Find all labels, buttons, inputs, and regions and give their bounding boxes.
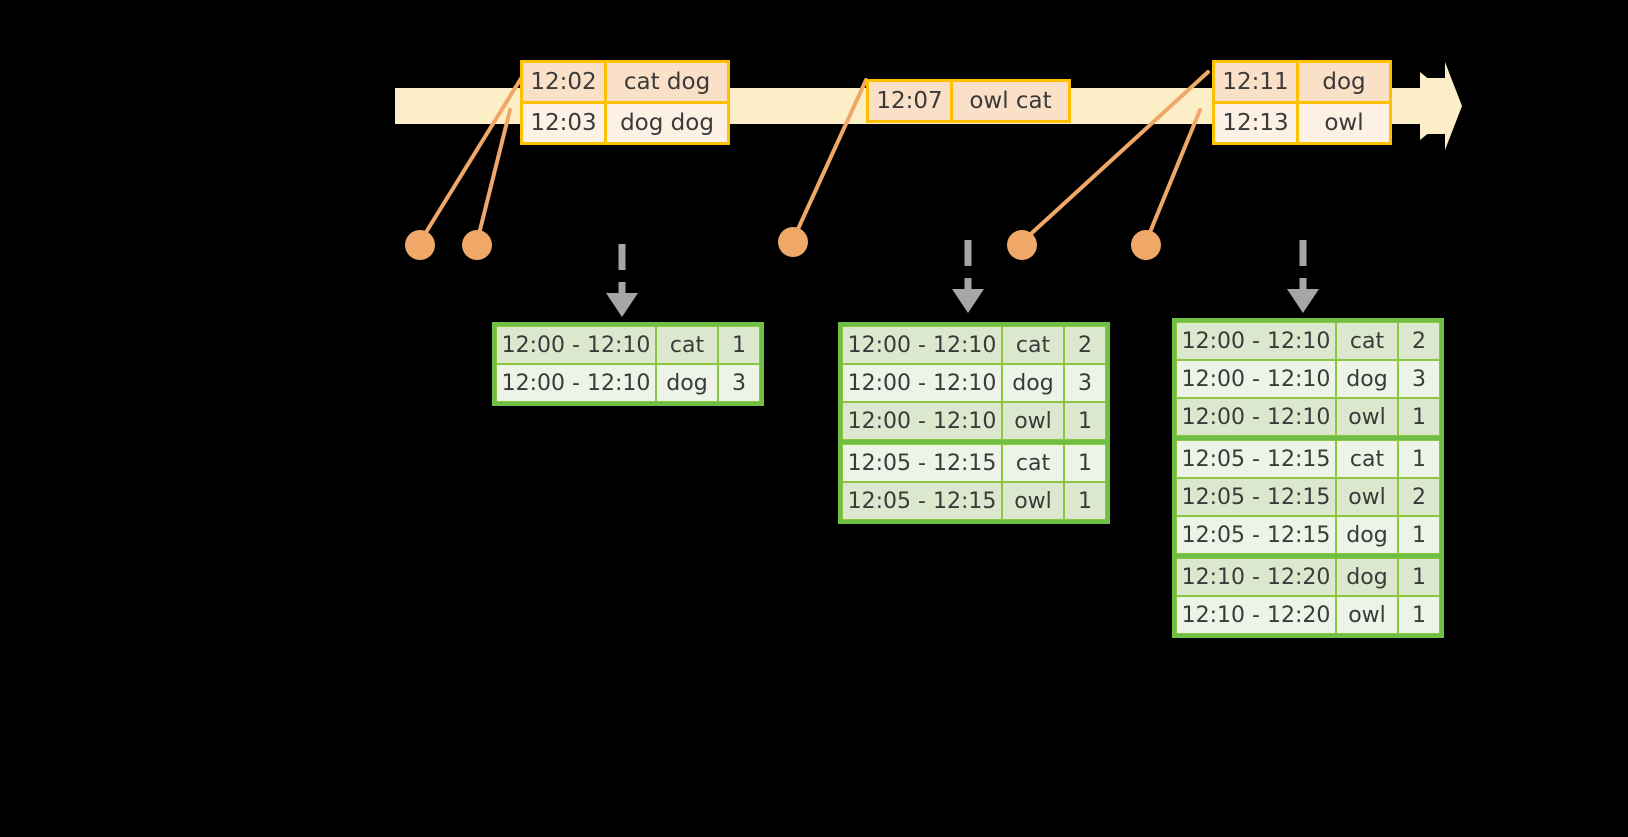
event-time: 12:11 [1215,63,1299,101]
event-group-3[interactable]: 12:11 dog 12:13 owl [1212,60,1392,145]
key-cell: cat [1336,322,1398,360]
event-time: 12:03 [523,104,607,142]
count-cell: 1 [1398,558,1440,596]
window-cell: 12:05 - 12:15 [842,482,1002,520]
event-row[interactable]: 12:02 cat dog [523,63,727,101]
connector-3 [791,78,868,242]
window-cell: 12:05 - 12:15 [1176,440,1336,478]
event-row[interactable]: 12:13 owl [1215,101,1389,142]
window-cell: 12:00 - 12:10 [1176,322,1336,360]
count-cell: 1 [1064,482,1106,520]
count-cell: 1 [1398,398,1440,436]
stream-marker-2 [462,230,492,260]
event-row[interactable]: 12:07 owl cat [869,82,1068,120]
key-cell: dog [1336,360,1398,398]
count-cell: 1 [1398,596,1440,634]
count-cell: 3 [718,364,760,402]
event-group-2[interactable]: 12:07 owl cat [866,79,1071,123]
count-cell: 3 [1064,364,1106,402]
event-payload: owl cat [953,82,1068,120]
event-payload: dog dog [607,104,727,142]
key-cell: cat [1002,444,1064,482]
window-cell: 12:00 - 12:10 [496,326,656,364]
stream-marker-4 [1007,230,1037,260]
window-cell: 12:00 - 12:10 [496,364,656,402]
event-payload: cat dog [607,63,727,101]
event-group-1[interactable]: 12:02 cat dog 12:03 dog dog [520,60,730,145]
event-payload: owl [1299,104,1389,142]
arrowhead-2 [952,289,984,313]
right-arrow-icon-body [1420,62,1462,150]
event-time: 12:02 [523,63,607,101]
event-time: 12:07 [869,82,953,120]
connector-5 [1144,108,1202,244]
connector-2 [475,108,512,244]
event-row[interactable]: 12:03 dog dog [523,101,727,142]
window-cell: 12:00 - 12:10 [842,326,1002,364]
event-time: 12:13 [1215,104,1299,142]
key-cell: owl [1336,478,1398,516]
dashed-arrow-heads [606,289,1319,317]
stream-marker-3 [778,227,808,257]
key-cell: dog [656,364,718,402]
window-cell: 12:05 - 12:15 [1176,516,1336,554]
marker-dots [405,227,1161,260]
key-cell: cat [656,326,718,364]
key-cell: owl [1002,402,1064,440]
key-cell: cat [1336,440,1398,478]
key-cell: owl [1336,596,1398,634]
connector-4 [1020,70,1210,244]
arrowhead-1 [606,293,638,317]
count-cell: 1 [1064,444,1106,482]
count-cell: 2 [1064,326,1106,364]
window-cell: 12:05 - 12:15 [842,444,1002,482]
window-cell: 12:00 - 12:10 [842,402,1002,440]
event-payload: dog [1299,63,1389,101]
dashed-arrows [618,240,1307,295]
count-cell: 1 [1398,440,1440,478]
connector-lines [418,70,1210,244]
count-cell: 1 [1398,516,1440,554]
count-cell: 1 [1064,402,1106,440]
stream-marker-5 [1131,230,1161,260]
connector-1 [418,70,527,244]
count-cell: 3 [1398,360,1440,398]
key-cell: owl [1336,398,1398,436]
event-row[interactable]: 12:11 dog [1215,63,1389,101]
key-cell: dog [1336,516,1398,554]
window-cell: 12:10 - 12:20 [1176,596,1336,634]
key-cell: dog [1336,558,1398,596]
key-cell: owl [1002,482,1064,520]
stream-marker-1 [405,230,435,260]
arrowhead-3 [1287,289,1319,313]
count-cell: 2 [1398,322,1440,360]
count-cell: 2 [1398,478,1440,516]
key-cell: dog [1002,364,1064,402]
window-cell: 12:00 - 12:10 [1176,360,1336,398]
window-cell: 12:00 - 12:10 [842,364,1002,402]
count-cell: 1 [718,326,760,364]
window-cell: 12:10 - 12:20 [1176,558,1336,596]
window-cell: 12:05 - 12:15 [1176,478,1336,516]
window-cell: 12:00 - 12:10 [1176,398,1336,436]
key-cell: cat [1002,326,1064,364]
